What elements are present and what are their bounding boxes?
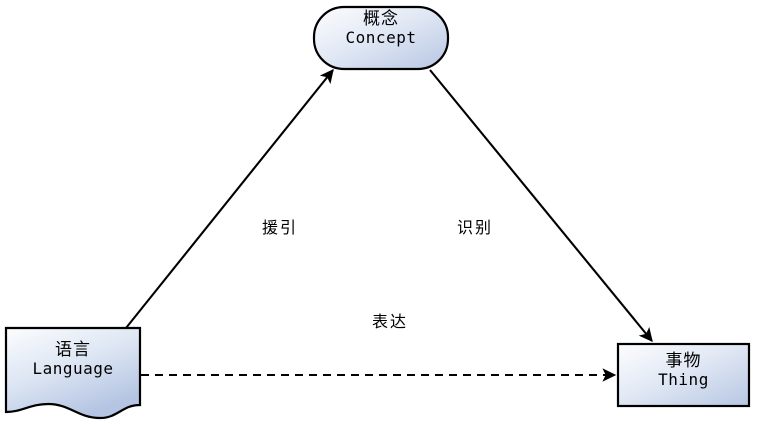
node-language-shape[interactable] [4,326,142,420]
node-thing-shape[interactable] [616,342,751,408]
edge-label-language-to-concept: 援引 [261,218,298,237]
edge-label-concept-to-thing: 识别 [456,218,493,237]
edge-concept-to-thing [429,69,653,342]
edge-label-language-to-thing: 表达 [371,312,408,331]
edge-language-to-concept [125,69,334,329]
node-concept-shape[interactable] [312,5,450,71]
edge-layer [125,69,653,382]
node-layer [4,5,751,420]
